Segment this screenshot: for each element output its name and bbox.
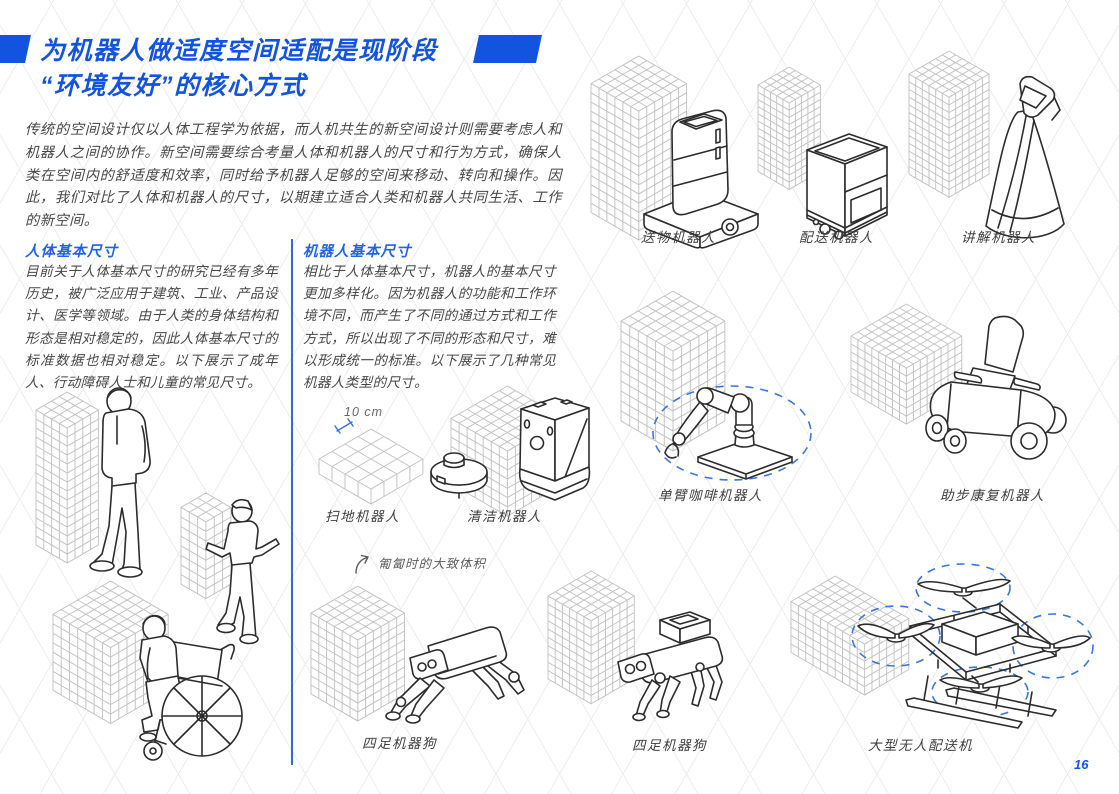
page-title-line2: “环境友好”的核心方式	[40, 72, 307, 100]
adult-scale-block	[35, 391, 99, 564]
rotor-sweep-dashed-ellipse	[851, 605, 941, 667]
dimension-tick-icon	[334, 418, 354, 434]
page-number: 16	[1074, 757, 1089, 772]
page-title-line1: 为机器人做适度空间适配是现阶段	[40, 37, 438, 65]
guide-robot-scale-block	[908, 50, 990, 198]
dispatch-robot-illustration	[806, 133, 888, 240]
child-scale-block	[180, 492, 232, 600]
figure-label-dispatch-robot: 配送机器人	[799, 230, 874, 245]
ten-cm-scale-block	[318, 428, 424, 505]
figure-label-robot-dog-1: 四足机器狗	[362, 736, 437, 751]
rotor-sweep-dashed-ellipse	[931, 666, 1029, 718]
scale-label: 10 cm	[344, 405, 384, 419]
human-section-body: 目前关于人体基本尺寸的研究已经有多年历史，被广泛应用于建筑、工业、产品设计、医学…	[25, 264, 278, 391]
dog2-scale-block	[547, 570, 635, 705]
intro-paragraph: 传统的空间设计仅以人体工程学为依据，而人机共生的新空间设计则需要考虑人和机器人之…	[25, 122, 562, 230]
title-bar-right-decoration	[473, 35, 542, 63]
sweeper-robot-illustration	[430, 452, 488, 499]
crawl-volume-note: 匍匐时的大致体积	[378, 557, 487, 571]
title-bar-left-decoration	[0, 35, 31, 63]
wheelchair-user-illustration	[139, 614, 243, 761]
guide-robot-illustration	[985, 75, 1065, 239]
figure-label-sweeper-robot: 扫地机器人	[325, 509, 400, 524]
curved-arrow-icon	[355, 554, 369, 574]
rotor-sweep-dashed-ellipse	[1012, 613, 1094, 679]
delivery-robot-illustration	[643, 109, 759, 249]
robot-section-heading: 机器人基本尺寸	[303, 244, 412, 260]
figure-label-cleaner-robot: 清洁机器人	[467, 509, 542, 524]
figure-label-coffee-robot: 单臂咖啡机器人	[658, 488, 763, 503]
robot-dog-standing-illustration	[617, 611, 724, 722]
dog1-scale-block	[310, 585, 405, 722]
figure-label-rehab-robot: 助步康复机器人	[940, 488, 1045, 503]
figure-label-delivery-drone: 大型无人配送机	[868, 738, 973, 753]
child-illustration	[205, 498, 280, 645]
rotor-sweep-dashed-ellipse	[915, 563, 1011, 613]
rotation-radius-dashed-ellipse	[652, 385, 812, 481]
drone-scale-block	[790, 575, 910, 696]
figure-label-guide-robot: 讲解机器人	[961, 230, 1036, 245]
human-section-heading: 人体基本尺寸	[25, 244, 118, 260]
wheelchair-scale-block	[52, 580, 169, 725]
column-divider	[291, 239, 293, 765]
robot-section-body: 相比于人体基本尺寸，机器人的基本尺寸更加多样化。因为机器人的功能和工作环境不同，…	[303, 264, 556, 391]
cleaner-robot-illustration	[518, 397, 591, 501]
delivery-drone-illustration	[851, 563, 1094, 729]
figure-label-robot-dog-2: 四足机器狗	[632, 738, 707, 753]
robot-dog-crawling-illustration	[385, 626, 525, 724]
figure-label-delivery-robot: 送物机器人	[641, 230, 716, 245]
adult-human-illustration	[89, 387, 151, 578]
dispatch-robot-scale-block	[757, 66, 821, 190]
delivery-robot-scale-block	[590, 55, 688, 241]
coffee-arm-robot-illustration	[652, 385, 812, 481]
rehab-robot-illustration	[925, 315, 1067, 460]
